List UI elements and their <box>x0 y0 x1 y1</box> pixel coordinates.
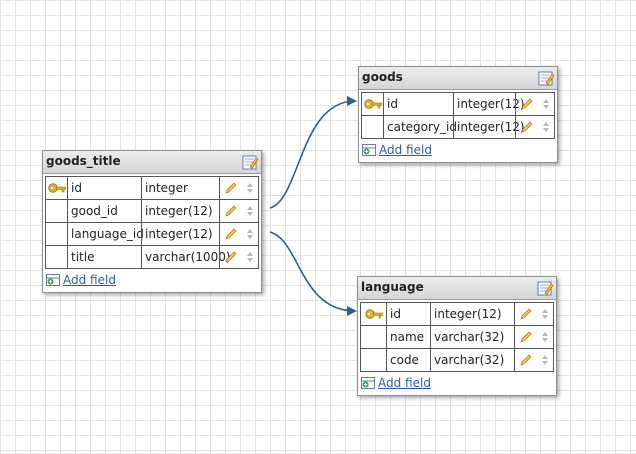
field-row-id[interactable]: id integer <box>45 177 259 200</box>
edit-table-icon[interactable] <box>242 154 259 170</box>
primary-key-cell <box>360 303 386 325</box>
table-header[interactable]: language <box>358 277 556 300</box>
table-header[interactable]: goods <box>359 67 557 90</box>
relation-goods-title-to-goods[interactable] <box>269 96 357 209</box>
field-type: integer(12) <box>453 93 525 115</box>
key-cell <box>360 326 386 348</box>
add-field-label[interactable]: Add field <box>378 376 431 390</box>
field-type: varchar(1000) <box>141 246 231 268</box>
add-field-icon <box>361 377 375 389</box>
up-down-arrows-icon[interactable] <box>542 121 550 133</box>
field-type: varchar(32) <box>430 326 514 348</box>
key-icon <box>47 183 66 193</box>
up-down-arrows-icon[interactable] <box>541 354 549 366</box>
add-field-label[interactable]: Add field <box>63 273 116 287</box>
field-row-name[interactable]: name varchar(32) <box>360 326 554 349</box>
field-row-id[interactable]: id integer(12) <box>361 93 555 116</box>
add-field-button[interactable]: Add field <box>43 269 261 292</box>
up-down-arrows-icon[interactable] <box>542 98 550 110</box>
field-type: integer(12) <box>141 200 219 222</box>
field-row-good-id[interactable]: good_id integer(12) <box>45 200 259 223</box>
primary-key-cell <box>361 93 383 115</box>
field-actions <box>219 177 259 199</box>
field-name: name <box>386 326 430 348</box>
add-field-label[interactable]: Add field <box>379 143 432 157</box>
field-actions <box>219 200 259 222</box>
field-name: category_id <box>383 116 457 138</box>
pencil-icon[interactable] <box>519 308 532 320</box>
field-row-title[interactable]: title varchar(1000) <box>45 246 259 269</box>
field-row-category-id[interactable]: category_id integer(12) <box>361 116 555 139</box>
pencil-icon[interactable] <box>224 228 237 240</box>
table-name: language <box>361 280 424 294</box>
pencil-icon[interactable] <box>520 98 533 110</box>
up-down-arrows-icon[interactable] <box>246 182 254 194</box>
edit-table-icon[interactable] <box>538 70 555 86</box>
field-actions <box>515 93 555 115</box>
field-name: id <box>386 303 430 325</box>
up-down-arrows-icon[interactable] <box>246 228 254 240</box>
field-actions <box>515 116 555 138</box>
table-name: goods <box>362 70 403 84</box>
add-field-button[interactable]: Add field <box>359 139 557 162</box>
field-actions <box>514 326 554 348</box>
field-type: integer <box>141 177 219 199</box>
field-type: varchar(32) <box>430 349 514 371</box>
pencil-icon[interactable] <box>224 182 237 194</box>
table-language[interactable]: language id integer(12) <box>357 276 557 396</box>
pencil-icon[interactable] <box>224 251 237 263</box>
field-actions <box>219 223 259 245</box>
key-cell <box>361 116 383 138</box>
field-actions <box>219 246 259 268</box>
field-name: code <box>386 349 430 371</box>
field-name: id <box>383 93 453 115</box>
primary-key-cell <box>45 177 67 199</box>
key-icon <box>363 99 382 109</box>
edit-table-icon[interactable] <box>537 280 554 296</box>
field-name: language_id <box>67 223 144 245</box>
table-header[interactable]: goods_title <box>43 151 261 174</box>
field-actions <box>514 349 554 371</box>
up-down-arrows-icon[interactable] <box>246 205 254 217</box>
field-row-language-id[interactable]: language_id integer(12) <box>45 223 259 246</box>
add-field-button[interactable]: Add field <box>358 372 556 395</box>
field-name: title <box>67 246 141 268</box>
table-goods[interactable]: goods id integer(12) <box>358 66 558 163</box>
field-type: integer(12) <box>430 303 514 325</box>
relation-goods-title-to-language[interactable] <box>269 231 357 316</box>
field-type: integer(12) <box>453 116 525 138</box>
field-type: integer(12) <box>141 223 219 245</box>
key-cell <box>360 349 386 371</box>
key-icon <box>364 309 383 319</box>
field-name: id <box>67 177 141 199</box>
field-row-code[interactable]: code varchar(32) <box>360 349 554 372</box>
pencil-icon[interactable] <box>519 354 532 366</box>
pencil-icon[interactable] <box>519 331 532 343</box>
pencil-icon[interactable] <box>224 205 237 217</box>
table-name: goods_title <box>46 154 121 168</box>
key-cell <box>45 246 67 268</box>
field-row-id[interactable]: id integer(12) <box>360 303 554 326</box>
pencil-icon[interactable] <box>520 121 533 133</box>
field-actions <box>514 303 554 325</box>
add-field-icon <box>362 144 376 156</box>
up-down-arrows-icon[interactable] <box>541 308 549 320</box>
key-cell <box>45 200 67 222</box>
table-goods-title[interactable]: goods_title id integer <box>42 150 262 293</box>
field-name: good_id <box>67 200 141 222</box>
key-cell <box>45 223 67 245</box>
up-down-arrows-icon[interactable] <box>541 331 549 343</box>
add-field-icon <box>46 274 60 286</box>
up-down-arrows-icon[interactable] <box>246 251 254 263</box>
